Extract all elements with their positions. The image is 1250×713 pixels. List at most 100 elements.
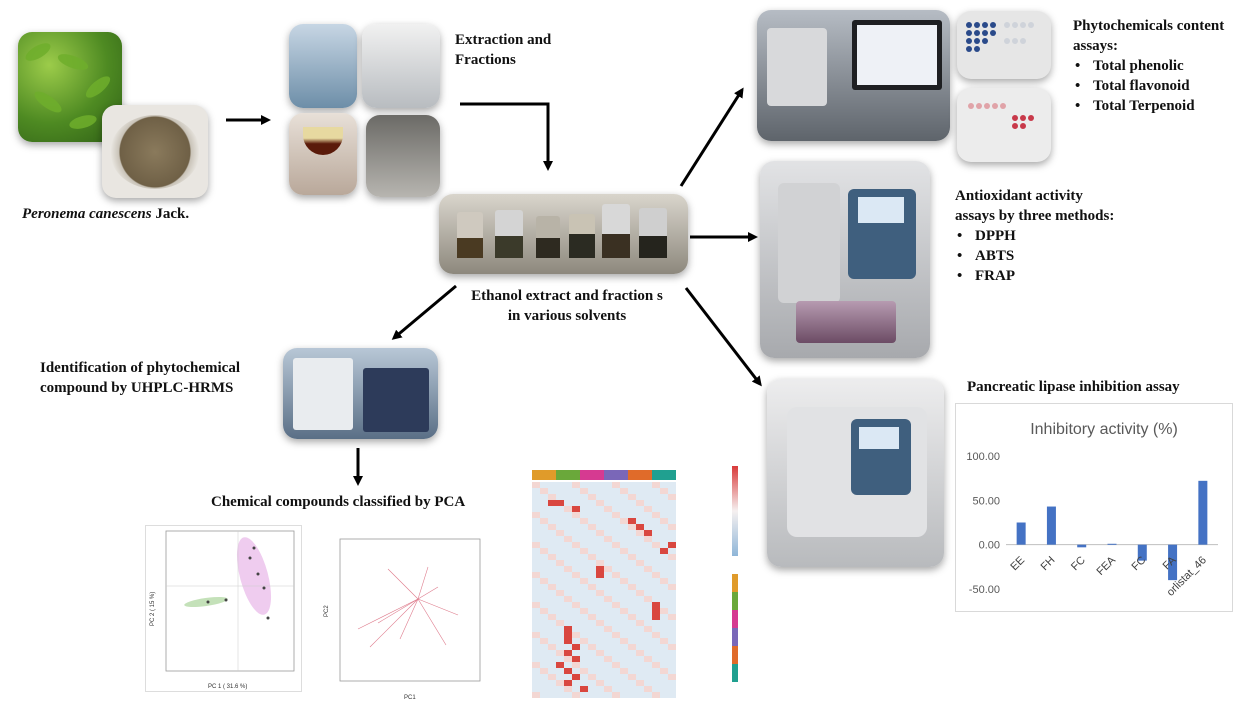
- heatmap-cell: [540, 674, 548, 680]
- pca-biplot-xlabel: PC1: [404, 695, 416, 701]
- heatmap-cell: [644, 572, 652, 578]
- heatmap-cell: [532, 674, 540, 680]
- heatmap-cell: [532, 632, 540, 638]
- heatmap-cell: [596, 680, 604, 686]
- heatmap-cell: [628, 536, 636, 542]
- heatmap-cell: [540, 578, 548, 584]
- heatmap-cell: [604, 518, 612, 524]
- heatmap-cell: [660, 488, 668, 494]
- heatmap-cell: [668, 620, 676, 626]
- heatmap-cell: [596, 494, 604, 500]
- heatmap-cell: [572, 488, 580, 494]
- bar: [1077, 544, 1087, 548]
- heatmap-cell: [564, 560, 572, 566]
- extraction-label: Extraction and Fractions: [455, 32, 552, 68]
- arrow-to-identification: [391, 284, 457, 340]
- heatmap-cell: [636, 650, 644, 656]
- heatmap-cell: [556, 554, 564, 560]
- heatmap-cell: [604, 662, 612, 668]
- heatmap-cell: [580, 686, 588, 692]
- heatmap-cell: [660, 506, 668, 512]
- heatmap-cell: [612, 680, 620, 686]
- heatmap-cell: [556, 572, 564, 578]
- heatmap-cell: [660, 584, 668, 590]
- heatmap-cell: [660, 626, 668, 632]
- heatmap-cell: [596, 644, 604, 650]
- heatmap-cell: [540, 512, 548, 518]
- heatmap-cell: [564, 656, 572, 662]
- heatmap-cell: [588, 536, 596, 542]
- heatmap-cell: [604, 584, 612, 590]
- bar: [1168, 544, 1178, 581]
- heatmap-cell: [636, 494, 644, 500]
- heatmap-cell: [564, 668, 572, 674]
- heatmap-cell: [636, 686, 644, 692]
- heatmap-cell: [580, 584, 588, 590]
- heatmap-cell: [548, 680, 556, 686]
- heatmap-cell: [652, 686, 660, 692]
- heatmap-cell: [636, 620, 644, 626]
- heatmap-cell: [636, 608, 644, 614]
- heatmap-cell: [556, 494, 564, 500]
- heatmap-cell: [668, 506, 676, 512]
- heatmap-cell: [644, 650, 652, 656]
- heatmap-cell: [628, 584, 636, 590]
- pca-score-ylabel: PC 2 ( 15 %): [150, 592, 156, 626]
- heatmap-cell: [596, 632, 604, 638]
- heatmap-cell: [612, 608, 620, 614]
- heatmap-cell: [604, 512, 612, 518]
- heatmap-cell: [636, 560, 644, 566]
- heatmap-cell: [652, 572, 660, 578]
- heatmap-cell: [668, 560, 676, 566]
- heatmap-cell: [572, 578, 580, 584]
- heatmap-cell: [604, 554, 612, 560]
- bar: [1198, 480, 1208, 545]
- heatmap-cell: [644, 602, 652, 608]
- heatmap-cell: [612, 674, 620, 680]
- heatmap-cell: [564, 482, 572, 488]
- heatmap-cell: [660, 638, 668, 644]
- heatmap-cell: [652, 596, 660, 602]
- heatmap-cell: [564, 542, 572, 548]
- phytochem-item: Total Terpenoid: [1073, 96, 1224, 116]
- heatmap-cell: [556, 614, 564, 620]
- heatmap-cell: [660, 566, 668, 572]
- heatmap-cell: [620, 512, 628, 518]
- heatmap-cell: [532, 680, 540, 686]
- microplate-blue-icon: [966, 22, 1034, 52]
- heatmap-cell: [548, 614, 556, 620]
- heatmap-cell: [652, 614, 660, 620]
- heatmap-cell: [580, 668, 588, 674]
- heatmap-cell: [660, 590, 668, 596]
- heatmap-cell: [580, 596, 588, 602]
- heatmap-cell: [548, 668, 556, 674]
- heatmap-cell: [588, 590, 596, 596]
- heatmap-cell: [668, 686, 676, 692]
- heatmap-cell: [596, 548, 604, 554]
- heatmap-cell: [660, 686, 668, 692]
- heatmap-cell: [556, 536, 564, 542]
- heatmap-cell: [596, 518, 604, 524]
- heatmap-cell: [588, 482, 596, 488]
- heatmap-cell: [652, 674, 660, 680]
- heatmap-cell: [572, 686, 580, 692]
- heatmap-cell: [532, 482, 540, 488]
- heatmap-cell: [588, 662, 596, 668]
- heatmap-cell: [596, 542, 604, 548]
- heatmap-cell: [532, 524, 540, 530]
- heatmap-cell: [548, 650, 556, 656]
- heatmap-cell: [652, 620, 660, 626]
- heatmap-cell: [628, 638, 636, 644]
- heatmap-cell: [604, 506, 612, 512]
- heatmap-cell: [604, 494, 612, 500]
- heatmap-cell: [620, 524, 628, 530]
- heatmap-cell: [556, 548, 564, 554]
- heatmap-cell: [580, 680, 588, 686]
- heatmap-cell: [548, 620, 556, 626]
- heatmap-cell: [532, 596, 540, 602]
- heatmap-cell: [652, 668, 660, 674]
- heatmap-cell: [620, 674, 628, 680]
- heatmap-cell: [660, 602, 668, 608]
- lipase-title: Pancreatic lipase inhibition assay: [967, 379, 1180, 395]
- heatmap-cell: [636, 506, 644, 512]
